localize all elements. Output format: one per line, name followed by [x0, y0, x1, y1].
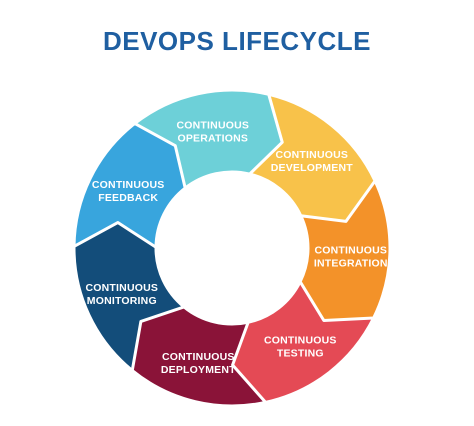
segment-testing: [231, 280, 376, 404]
segment-monitoring: [72, 221, 186, 373]
segment-deployment: [130, 305, 268, 408]
segment-operations: [133, 88, 284, 190]
diagram-title: DEVOPS LIFECYCLE: [102, 26, 372, 56]
segment-development: [248, 92, 377, 223]
